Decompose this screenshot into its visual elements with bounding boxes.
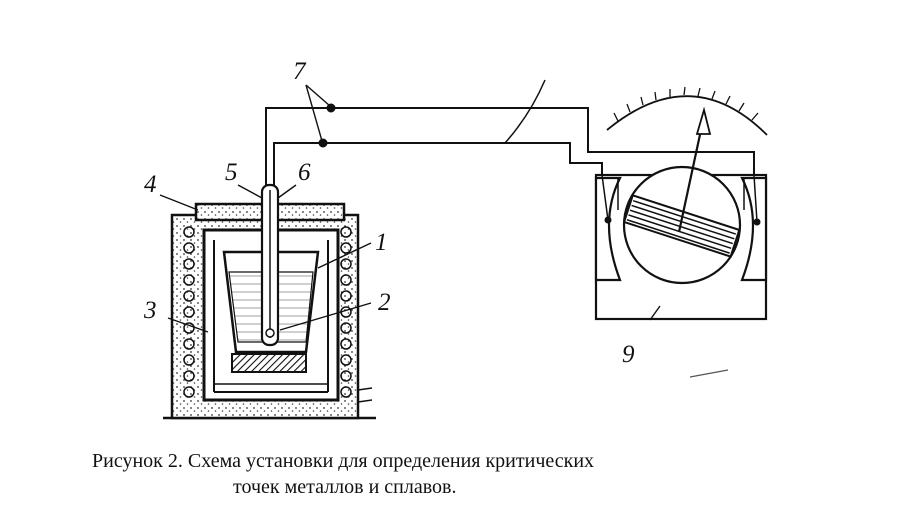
label-3: 3 [143,297,157,324]
thermocouple-junction [265,328,275,338]
label-7: 7 [293,58,307,85]
heating-coil-left [183,226,195,398]
figure-caption-line-2: точек металлов и сплавов. [233,476,457,498]
wire-upper [265,107,755,186]
leader-lines [159,84,661,403]
galvanometer-needle [677,115,706,233]
label-9: 9 [622,341,635,368]
junction-7b [318,138,328,148]
wire-lower [273,142,603,186]
needle-tip [695,106,712,135]
galvanometer-scale [606,95,768,136]
figure-caption-line-1: Рисунок 2. Схема установки для определен… [92,450,595,472]
label-5: 5 [225,159,238,186]
label-6: 6 [298,159,311,186]
stray-mark [689,369,729,378]
crucible-stand [231,353,307,373]
heating-coil-right [340,226,352,398]
label-4: 4 [144,171,157,198]
galvanometer [594,86,768,321]
thermocouple-wires [265,79,755,186]
label-1: 1 [375,229,388,256]
furnace [163,183,376,420]
scale-ticks [613,86,759,122]
label-2: 2 [378,289,391,316]
moving-coil [622,194,741,258]
